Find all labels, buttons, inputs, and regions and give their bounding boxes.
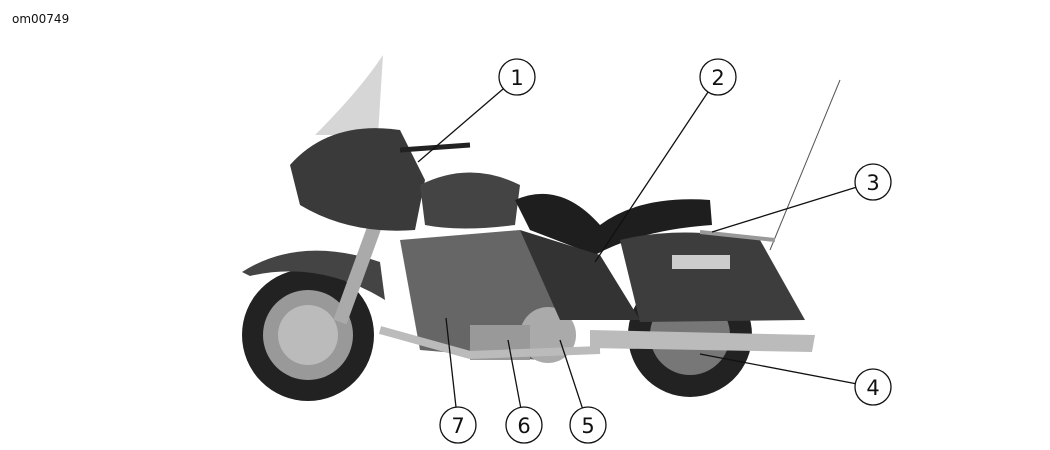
leader-line [711,186,857,233]
exhaust [590,330,815,352]
callout-circle [505,406,543,444]
leader-line [699,353,856,385]
callout-circle [854,368,892,406]
leader-line [559,339,583,409]
callout-label: 7 [451,414,464,438]
motorcycle-illustration [242,55,841,401]
callout-label: 3 [866,171,879,195]
fuel-tank [420,172,520,229]
saddlebag [620,232,805,322]
callout-label: 5 [581,414,594,438]
callout-label: 6 [517,414,530,438]
callout-circle [854,163,892,201]
figure-id: om00749 [12,12,70,26]
callout-label: 4 [866,376,879,400]
callout-circle [498,58,536,96]
callout-label: 1 [510,66,523,90]
leader-line [417,88,504,163]
leader-line [594,91,709,263]
callout-label: 2 [711,66,724,90]
seat [515,193,712,255]
fairing [290,128,425,231]
callouts: 1 2 3 4 5 6 7 [417,58,892,444]
callout-circle [699,58,737,96]
leader-line [507,339,522,408]
leader-line [445,317,457,408]
callout-circle [439,406,477,444]
callout-circle [569,406,607,444]
